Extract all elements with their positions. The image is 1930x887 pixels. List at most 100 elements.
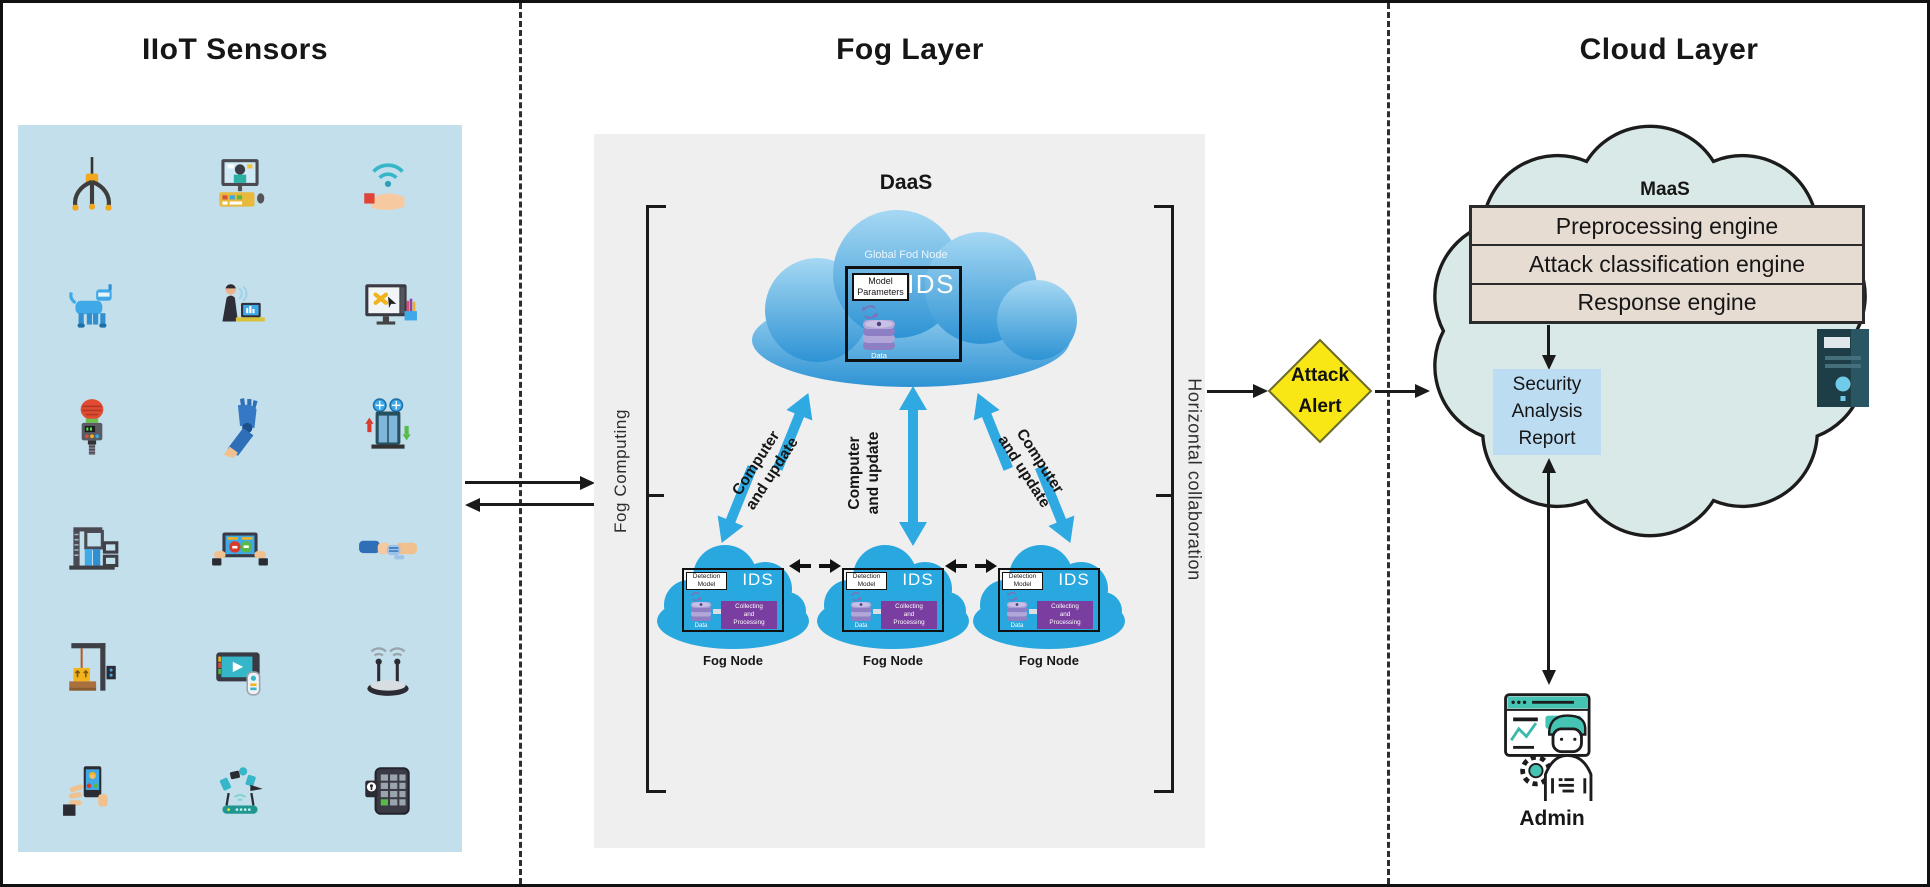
update-down-arrow-right <box>1035 465 1075 544</box>
sensor-cell <box>314 246 462 367</box>
robotic-arm-icon <box>223 397 258 458</box>
fog-to-iiot-arrowhead <box>465 497 480 512</box>
sync-icon <box>862 305 878 319</box>
update-down-arrow-middle <box>899 464 927 546</box>
fog-node-2-label: Fog Node <box>863 653 923 668</box>
divider-iiot-fog <box>519 3 522 884</box>
daas-label: DaaS <box>879 171 933 194</box>
sensor-cell <box>166 731 314 852</box>
collect-line2: and <box>903 611 915 619</box>
server-icon <box>1817 329 1869 407</box>
feedback-tablet-icon <box>212 532 268 566</box>
attack-alert-diamond: Attack Alert <box>1267 338 1373 444</box>
peer-exchange-arrows <box>945 559 997 573</box>
maas-label: MaaS <box>1640 179 1690 200</box>
database-icon <box>1006 602 1028 621</box>
voice-assistant-person-icon <box>222 284 265 322</box>
attack-alert-text: Attack Alert <box>1285 356 1355 426</box>
mobile-call-icon <box>63 766 108 817</box>
horizontal-collaboration-label: Horizontal collaboration <box>1184 378 1205 581</box>
fog-node-3-label: Fog Node <box>1019 653 1079 668</box>
admin-label: Admin <box>1519 807 1585 830</box>
sensor-cell <box>314 367 462 488</box>
fog-right-bracket-tick <box>1156 494 1174 497</box>
sync-icon <box>850 592 862 601</box>
database-icon <box>690 602 712 621</box>
fog-node-3-collect-box: Collecting and Processing <box>1037 601 1093 629</box>
maas-engine-stack: Preprocessing engine Attack classificati… <box>1469 205 1865 324</box>
global-node-name: Global Fod Node <box>864 249 948 261</box>
detection-line2: Model <box>1013 581 1032 589</box>
antenna-base-icon <box>367 647 409 697</box>
model-parameters-box: Model Parameters <box>852 273 909 301</box>
update-up-arrow-middle <box>899 386 927 468</box>
attack-classification-engine-row: Attack classification engine <box>1472 246 1862 285</box>
detection-line1: Detection <box>852 573 881 580</box>
fog-node-1-collect-box: Collecting and Processing <box>721 601 777 629</box>
sensor-cell <box>18 488 166 609</box>
robot-dog-icon <box>69 284 112 328</box>
security-report-box: Security Analysis Report <box>1493 369 1601 455</box>
connector <box>1029 609 1039 614</box>
media-tablet-icon <box>216 652 261 696</box>
iiot-to-fog-arrowhead <box>580 475 595 490</box>
smart-elevator-icon <box>365 398 411 449</box>
connected-devices-router-icon <box>219 767 263 815</box>
update-down-arrow-left <box>717 465 757 544</box>
sensor-cell <box>314 610 462 731</box>
alert-to-cloud-arrowhead <box>1415 384 1430 398</box>
detection-line1: Detection <box>1008 573 1037 580</box>
sensor-cell <box>314 125 462 246</box>
fog-node-3-ids-box <box>998 568 1100 632</box>
report-admin-line <box>1547 470 1550 672</box>
collect-line2: and <box>743 611 755 619</box>
wifi-hand-icon <box>364 163 405 210</box>
fog-to-iiot-arrow <box>479 503 594 506</box>
database-icon <box>850 602 872 621</box>
connector <box>873 609 883 614</box>
model-parameters-line1: Model <box>868 276 893 286</box>
sensor-cell <box>166 367 314 488</box>
sensor-cell <box>166 610 314 731</box>
sync-icon <box>1006 592 1018 601</box>
iiot-sensor-panel <box>18 125 462 852</box>
collect-line1: Collecting <box>1051 603 1079 610</box>
engine-to-report-arrowhead <box>1541 355 1556 370</box>
global-ids-box <box>845 266 962 362</box>
secure-keypad-icon <box>365 767 410 816</box>
human-robot-handshake-icon <box>359 540 417 560</box>
fog-node-2-ids-box <box>842 568 944 632</box>
collect-line3: Processing <box>893 619 925 627</box>
lifting-crane-icon <box>69 643 116 691</box>
update-label-middle-line1: Computer <box>846 436 864 510</box>
sensor-cell <box>18 125 166 246</box>
collect-line3: Processing <box>733 619 765 627</box>
fog-section-title: Fog Layer <box>836 33 984 66</box>
iiot-to-fog-arrow <box>465 481 581 484</box>
fog-node-2-ids-label: IDS <box>902 570 934 589</box>
fog-node-1-label: Fog Node <box>703 653 763 668</box>
fog-computing-label: Fog Computing <box>611 408 630 534</box>
update-label-middle-line2: and update <box>865 431 882 515</box>
connector <box>713 609 723 614</box>
report-line1: Security <box>1512 374 1582 395</box>
global-ids-label: IDS <box>907 269 955 299</box>
alert-to-cloud-arrow <box>1375 390 1417 393</box>
response-engine-row: Response engine <box>1577 289 1757 316</box>
fog-node-3-data-label: Data <box>1010 622 1024 629</box>
video-call-workstation-icon <box>219 158 265 207</box>
sensor-cell <box>166 488 314 609</box>
update-label-middle: Computer and update <box>845 398 885 548</box>
sensor-cell <box>166 125 314 246</box>
design-monitor-icon <box>365 284 417 325</box>
preprocessing-engine-row: Preprocessing engine <box>1472 208 1862 247</box>
robotic-claw-icon <box>72 156 112 211</box>
database-icon <box>863 320 895 350</box>
fog-node-1-ids-label: IDS <box>742 570 774 589</box>
cloud-section-title: Cloud Layer <box>1579 33 1759 66</box>
update-up-arrow-right <box>973 392 1013 471</box>
sensor-cell <box>18 246 166 367</box>
report-line3: Report <box>1518 427 1576 449</box>
admin-icon <box>1504 693 1593 801</box>
